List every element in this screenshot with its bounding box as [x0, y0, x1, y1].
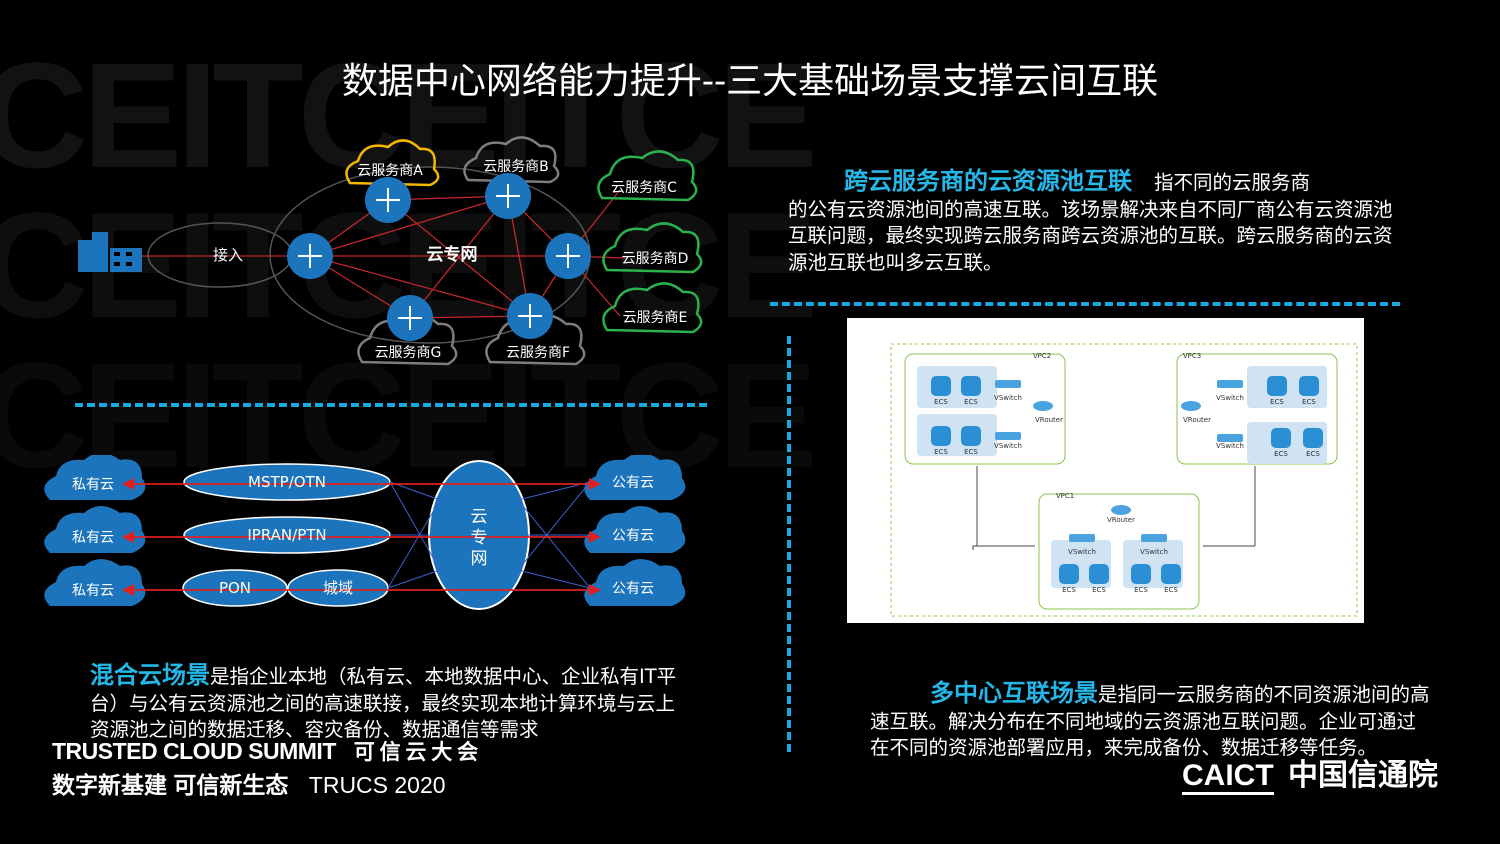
- cloud-b-shape: [463, 136, 560, 184]
- event-name: TRUCS 2020: [308, 772, 446, 798]
- provider-d-label: 云服务商D: [622, 251, 689, 267]
- cross-cloud-text-line1: 指不同的云服务商: [1154, 171, 1311, 194]
- summit-slogan: 数字新基建 可信新生态 TRUCS 2020: [52, 766, 446, 800]
- ecs-label: ECS: [934, 398, 948, 406]
- link-mstp-otn-label: MSTP/OTN: [248, 473, 326, 491]
- cross-cloud-description: 跨云服务商的云资源池互联指不同的云服务商 的公有云资源池间的高速互联。该场景解决…: [788, 168, 1398, 276]
- enterprise-building-icon: [78, 232, 142, 272]
- vpc-diagram: VPC2 VPC3 VPC1 ECS ECS ECS ECS ECS ECS ECS E…: [890, 343, 1358, 617]
- vswitch-label: VSwitch: [1216, 442, 1244, 450]
- vrouter-label: VRouter: [1035, 416, 1063, 424]
- core-network-label: 云专网: [427, 244, 478, 265]
- public-cloud-label: 公有云: [612, 581, 654, 597]
- link-pon-label: PON: [219, 579, 251, 597]
- ecs-label: ECS: [934, 448, 948, 456]
- vrouter-label: VRouter: [1183, 416, 1211, 424]
- vswitch-label: VSwitch: [1068, 548, 1096, 556]
- background-watermark: CEITCEITCE: [0, 31, 818, 199]
- cross-cloud-text: 的公有云资源池间的高速互联。该场景解决来自不同厂商公有云资源池互联问题，最终实现…: [788, 197, 1393, 274]
- summit-brand: TRUSTED CLOUD SUMMIT 可 信 云 大 会: [52, 736, 478, 766]
- private-cloud-label: 私有云: [72, 583, 114, 599]
- vswitch-label: VSwitch: [994, 442, 1022, 450]
- public-cloud-label: 公有云: [612, 528, 654, 544]
- cloud-a-shape: [345, 139, 440, 187]
- separator-left-middle: [75, 403, 707, 407]
- provider-g-label: 云服务商G: [375, 345, 442, 361]
- ecs-label: ECS: [1274, 450, 1288, 458]
- separator-vertical: [787, 336, 791, 752]
- cloud-network-diagram: 接入 云专网 云服务商A 云服务商B 云服务商C 云服务商D 云服务商E 云服务…: [78, 136, 703, 366]
- vpc2-box: [904, 353, 1066, 465]
- core-label-char: 云: [471, 507, 488, 527]
- vswitch-label: VSwitch: [1140, 548, 1168, 556]
- multi-center-text: 是指同一云服务商的不同资源池间的高速互联。解决分布在不同地域的云资源池互联问题。…: [870, 683, 1430, 759]
- ecs-label: ECS: [1092, 586, 1106, 594]
- public-cloud-label: 公有云: [612, 475, 654, 491]
- vpc1-label: VPC1: [1056, 492, 1074, 500]
- private-cloud-label: 私有云: [72, 530, 114, 546]
- ecs-label: ECS: [1134, 586, 1148, 594]
- cloud-c-shape: [597, 150, 698, 202]
- hybrid-cloud-diagram: 私有云 私有云 私有云 公有云 公有云 公有云 MSTP/OTN IPRAN/P…: [44, 455, 686, 610]
- ecs-label: ECS: [1164, 586, 1178, 594]
- caict-logo-en: CAICT: [1182, 759, 1274, 795]
- ecs-label: ECS: [1302, 398, 1316, 406]
- private-cloud-label: 私有云: [72, 477, 114, 493]
- ecs-label: ECS: [964, 398, 978, 406]
- vpc-diagram-panel: VPC2 VPC3 VPC1 ECS ECS ECS ECS ECS ECS ECS E…: [847, 318, 1364, 623]
- vpc2-label: VPC2: [1033, 352, 1051, 360]
- cross-cloud-heading: 跨云服务商的云资源池互联: [844, 167, 1132, 195]
- ecs-label: ECS: [1306, 450, 1320, 458]
- caict-logo: CAICT 中国信通院: [1182, 750, 1438, 795]
- vrouter-label: VRouter: [1107, 516, 1135, 524]
- hybrid-connectors: [387, 481, 591, 589]
- public-cloud-shapes: [584, 455, 686, 606]
- slide-title: 数据中心网络能力提升--三大基础场景支撑云间互联: [341, 61, 1159, 102]
- link-metro-label: 城域: [323, 579, 353, 597]
- summit-brand-en: TRUSTED CLOUD SUMMIT: [52, 738, 336, 764]
- provider-b-label: 云服务商B: [483, 159, 549, 175]
- access-label: 接入: [213, 246, 243, 264]
- link-ipran-ptn-label: IPRAN/PTN: [247, 526, 326, 544]
- provider-e-label: 云服务商E: [623, 310, 688, 326]
- hybrid-cloud-heading: 混合云场景: [90, 661, 210, 689]
- summit-brand-cn: 可 信 云 大 会: [353, 741, 478, 764]
- hybrid-cloud-text: 是指企业本地（私有云、本地数据中心、企业私有IT平台）与公有云资源池之间的高速联…: [90, 665, 677, 741]
- separator-right-top: [770, 302, 1400, 306]
- caict-logo-cn: 中国信通院: [1288, 759, 1438, 792]
- hybrid-cloud-description: 混合云场景是指企业本地（私有云、本地数据中心、企业私有IT平台）与公有云资源池之…: [90, 662, 690, 744]
- provider-f-label: 云服务商F: [506, 345, 570, 361]
- link-pon: [182, 569, 288, 607]
- provider-a-label: 云服务商A: [357, 163, 423, 179]
- vpc1-box: [1038, 493, 1200, 610]
- vpc3-label: VPC3: [1183, 352, 1201, 360]
- slogan-text: 数字新基建 可信新生态: [52, 772, 289, 798]
- core-label-char: 专: [471, 528, 488, 548]
- cloud-e-shape: [602, 282, 703, 334]
- ecs-label: ECS: [964, 448, 978, 456]
- cloud-d-shape: [602, 222, 703, 274]
- vswitch-label: VSwitch: [1216, 394, 1244, 402]
- provider-c-label: 云服务商C: [611, 180, 677, 196]
- private-cloud-shapes: [44, 455, 146, 606]
- ecs-label: ECS: [1270, 398, 1284, 406]
- multi-center-heading: 多中心互联场景: [930, 679, 1098, 707]
- core-label-char: 网: [471, 549, 488, 569]
- multi-center-description: 多中心互联场景是指同一云服务商的不同资源池间的高速互联。解决分布在不同地域的云资…: [870, 680, 1430, 762]
- vswitch-label: VSwitch: [994, 394, 1022, 402]
- ecs-label: ECS: [1062, 586, 1076, 594]
